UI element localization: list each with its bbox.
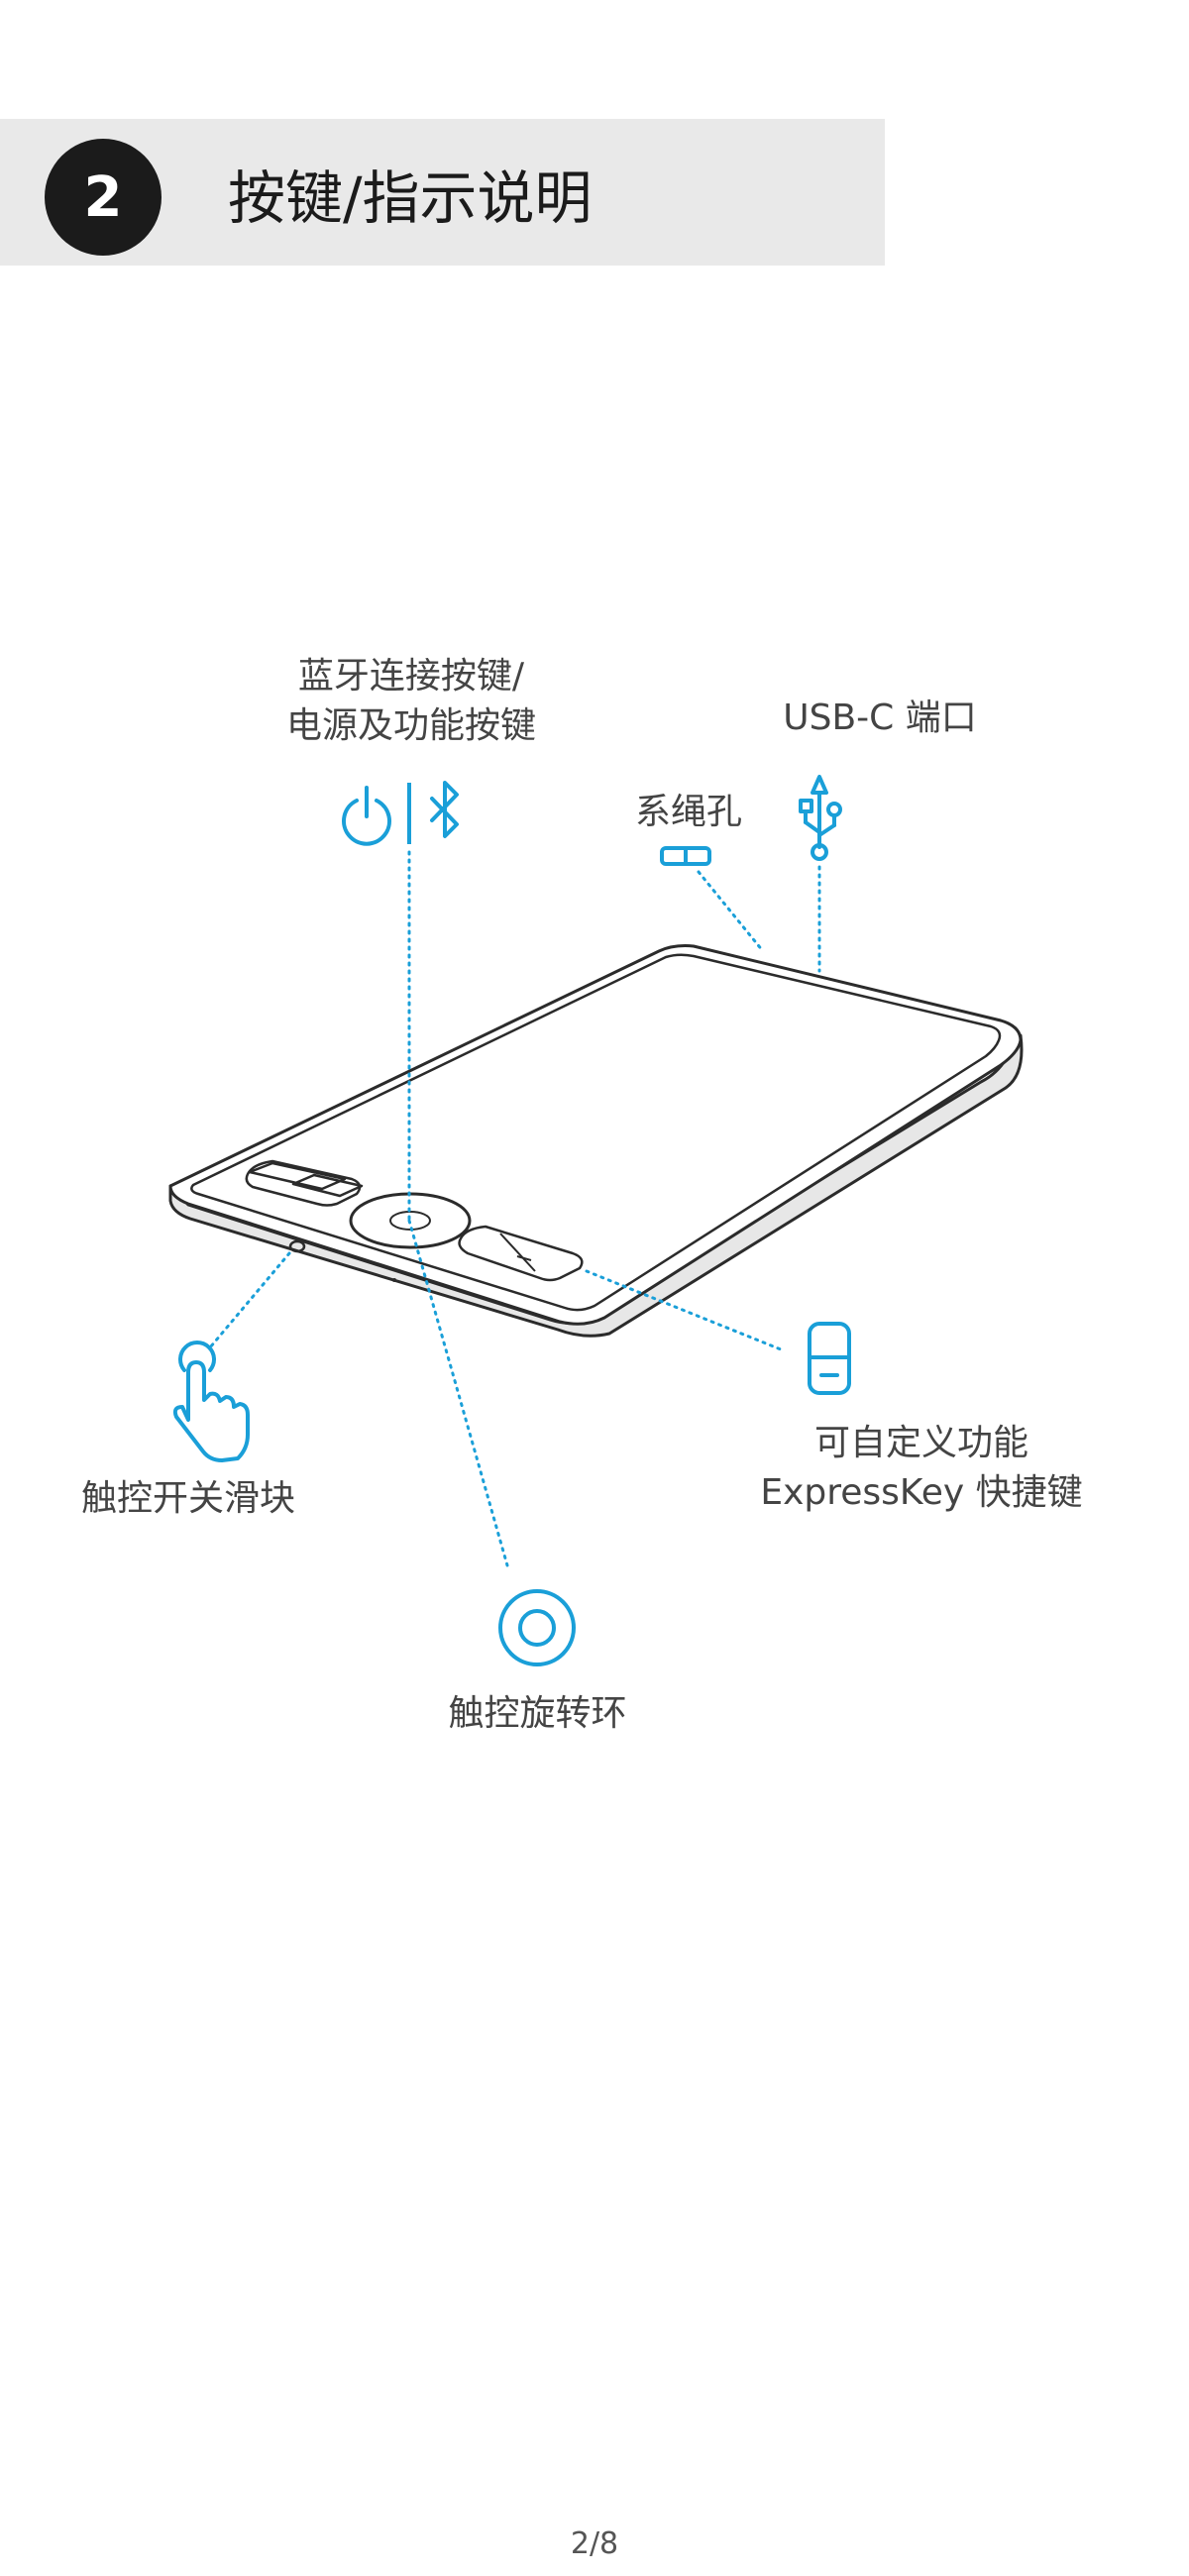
step-number-badge: 2 — [45, 139, 162, 256]
label-bluetooth-power: 蓝牙连接按键/ 电源及功能按键 — [248, 652, 575, 751]
leader-lines — [208, 850, 821, 1567]
tablet-top-surface — [168, 944, 1023, 1326]
lanyard-hole-icon — [660, 846, 711, 866]
label-touch-switch: 触控开关滑块 — [80, 1478, 295, 1519]
label-lanyard-hole: 系绳孔 — [634, 792, 742, 832]
left-expresskeys — [248, 1161, 364, 1198]
power-icon — [342, 786, 391, 846]
label-bluetooth-power-line1: 蓝牙连接按键/ — [297, 656, 525, 697]
tablet-illustration — [168, 944, 1024, 1338]
touch-hand-icon — [172, 1341, 250, 1462]
page-number: 2/8 — [570, 2526, 619, 2561]
label-bluetooth-power-line2: 电源及功能按键 — [285, 705, 536, 746]
section-title: 按键/指示说明 — [228, 164, 593, 232]
leader-lanyard — [697, 870, 765, 953]
usb-icon — [799, 775, 842, 861]
right-expresskey-block — [458, 1225, 584, 1282]
bluetooth-icon — [430, 781, 459, 838]
status-led — [392, 1278, 396, 1282]
touch-ring-icon — [498, 1589, 576, 1666]
leader-touch-switch — [208, 1251, 291, 1349]
left-expresskey-block — [245, 1159, 362, 1207]
label-touch-ring: 触控旋转环 — [448, 1693, 627, 1734]
leader-expresskeys — [585, 1269, 783, 1351]
label-expresskeys-line1: 可自定义功能 — [813, 1423, 1028, 1463]
tablet-active-area — [190, 953, 1002, 1312]
label-expresskeys: 可自定义功能 ExpressKey 快捷键 — [718, 1419, 1125, 1518]
label-expresskeys-line2: ExpressKey 快捷键 — [760, 1472, 1083, 1513]
expresskey-icon — [808, 1322, 851, 1395]
touch-switch-slider — [288, 1239, 306, 1253]
label-usb-port: USB-C 端口 — [783, 698, 977, 738]
